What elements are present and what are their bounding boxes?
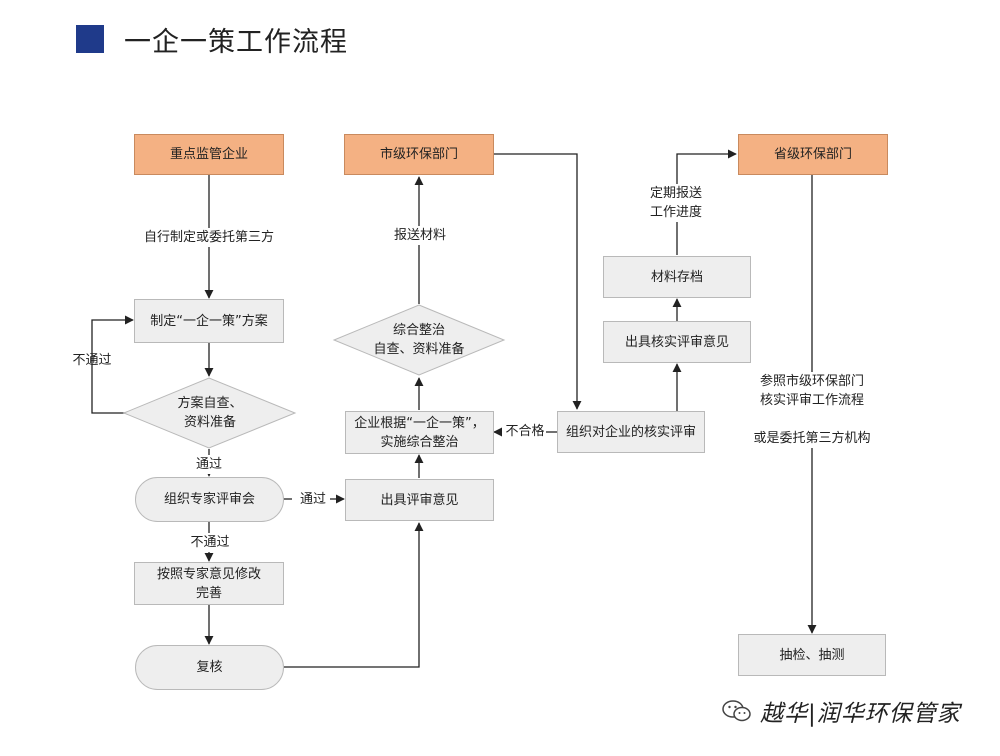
watermark: 越华|润华环保管家 bbox=[722, 694, 961, 728]
node-key-enterprise: 重点监管企业 bbox=[134, 134, 284, 175]
label-self-or-third: 自行制定或委托第三方 bbox=[140, 228, 278, 247]
node-self-check: 方案自查、 资料准备 bbox=[177, 396, 243, 430]
comprehensive-diamond-shape bbox=[332, 304, 506, 376]
arrow-fail-loop bbox=[91, 315, 134, 414]
self-check-diamond-shape bbox=[122, 377, 297, 449]
watermark-text: 越华|润华环保管家 bbox=[760, 701, 961, 727]
node-issue-opinion: 出具评审意见 bbox=[345, 479, 494, 521]
title-square-icon bbox=[76, 25, 104, 53]
wechat-icon bbox=[722, 700, 751, 722]
node-city-dept: 市级环保部门 bbox=[344, 134, 494, 175]
node-comprehensive: 综合整治 自查、资料准备 bbox=[373, 323, 465, 357]
page-title: 一企一策工作流程 bbox=[124, 27, 348, 58]
arrow-city-to-verify bbox=[494, 153, 582, 410]
label-unqualified: 不合格 bbox=[505, 424, 545, 439]
node-spot-check: 抽检、抽测 bbox=[738, 634, 886, 676]
node-rectify: 企业根据“一企一策”， 实施综合整治 bbox=[345, 411, 494, 454]
arrow-recheck-to-opinion bbox=[284, 522, 424, 668]
label-pass-2: 通过 bbox=[299, 492, 326, 507]
node-recheck: 复核 bbox=[135, 645, 284, 690]
node-verify-opinion: 出具核实评审意见 bbox=[603, 321, 751, 363]
label-periodic-report: 定期报送 工作进度 bbox=[643, 184, 709, 222]
node-revise: 按照专家意见修改 完善 bbox=[134, 562, 284, 605]
label-fail-2: 不通过 bbox=[188, 533, 232, 552]
label-submit-materials: 报送材料 bbox=[390, 226, 450, 245]
label-pass-1: 通过 bbox=[194, 455, 224, 474]
label-fail-loop: 不通过 bbox=[72, 353, 112, 368]
node-expert-review: 组织专家评审会 bbox=[135, 477, 284, 522]
node-make-plan: 制定“一企一策”方案 bbox=[134, 299, 284, 343]
node-province-dept: 省级环保部门 bbox=[738, 134, 888, 175]
node-verify-review: 组织对企业的核实评审 bbox=[557, 411, 705, 453]
label-province-note: 参照市级环保部门 核实评审工作流程 或是委托第三方机构 bbox=[742, 372, 882, 448]
node-archive: 材料存档 bbox=[603, 256, 751, 298]
